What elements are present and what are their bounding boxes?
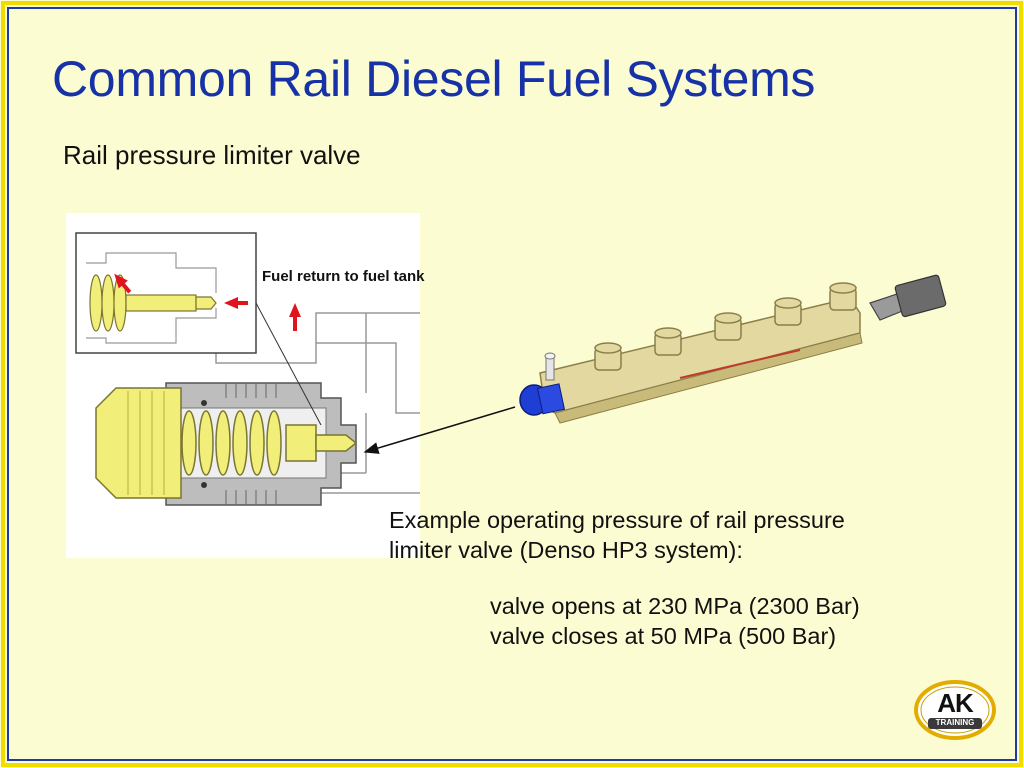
pressure-values: valve opens at 230 MPa (2300 Bar) valve … bbox=[490, 591, 860, 651]
slide-title: Common Rail Diesel Fuel Systems bbox=[52, 51, 816, 107]
pointer-arrow bbox=[363, 406, 516, 454]
logo-subtext: TRAINING bbox=[935, 718, 975, 727]
valve-closes-line: valve closes at 50 MPa (500 Bar) bbox=[490, 623, 837, 649]
slide-border-blue bbox=[7, 7, 1017, 761]
fuel-rail-illustration bbox=[500, 258, 970, 438]
ak-training-logo: AK TRAINING bbox=[914, 680, 996, 740]
valve-opens-line: valve opens at 230 MPa (2300 Bar) bbox=[490, 593, 860, 619]
example-line-2: limiter valve (Denso HP3 system): bbox=[389, 537, 743, 563]
slide-subtitle: Rail pressure limiter valve bbox=[63, 140, 361, 170]
logo-text: AK bbox=[937, 688, 974, 718]
valve-cross-section-illustration bbox=[66, 213, 420, 558]
example-operating-pressure-text: Example operating pressure of rail press… bbox=[389, 505, 845, 565]
example-line-1: Example operating pressure of rail press… bbox=[389, 507, 845, 533]
fuel-return-callout: Fuel return to fuel tank bbox=[262, 268, 425, 285]
